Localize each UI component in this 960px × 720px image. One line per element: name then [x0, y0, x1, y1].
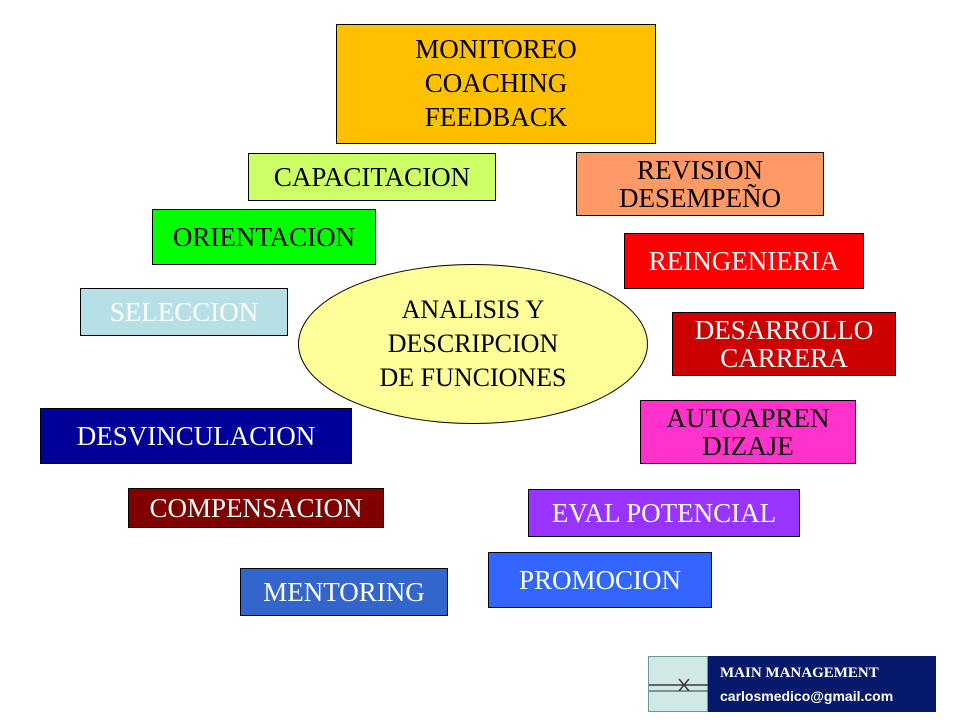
box-revision: REVISION DESEMPEÑO: [576, 152, 824, 216]
box-orientacion: ORIENTACION: [152, 209, 376, 265]
box-seleccion: SELECCION: [80, 288, 288, 336]
box-desvinculacion: DESVINCULACION: [40, 408, 352, 464]
box-monitoreo: MONITOREO COACHING FEEDBACK: [336, 24, 656, 144]
box-reingenieria: REINGENIERIA: [624, 233, 864, 289]
box-compensacion: COMPENSACION: [128, 488, 384, 528]
logo-icon: [648, 656, 709, 712]
box-capacitacion: CAPACITACION: [248, 153, 496, 201]
footer-logo: MAIN MANAGEMENT carlosmedico@gmail.com: [648, 656, 936, 712]
logo-text: MAIN MANAGEMENT carlosmedico@gmail.com: [708, 656, 936, 712]
center-ellipse: ANALISIS Y DESCRIPCION DE FUNCIONES: [298, 264, 648, 424]
box-mentoring: MENTORING: [240, 568, 448, 616]
box-eval-potencial: EVAL POTENCIAL: [528, 489, 800, 537]
box-promocion: PROMOCION: [488, 552, 712, 608]
box-desarrollo: DESARROLLO CARRERA: [672, 312, 896, 376]
logo-icon-graphic: [649, 678, 709, 692]
logo-email: carlosmedico@gmail.com: [720, 687, 894, 704]
logo-brand: MAIN MANAGEMENT: [720, 664, 879, 681]
box-autoaprendizaje: AUTOAPREN DIZAJE: [640, 400, 856, 464]
